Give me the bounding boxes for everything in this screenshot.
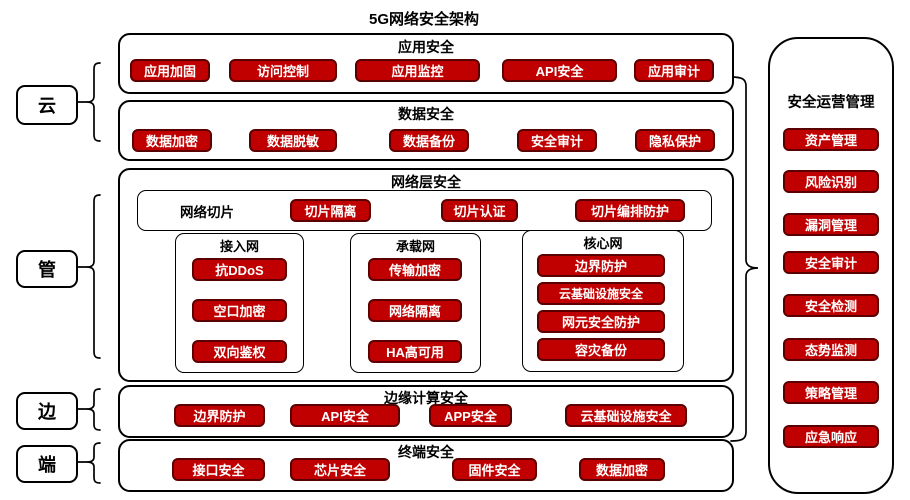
chip: 空口加密: [192, 299, 287, 322]
brace-cloud: [86, 62, 101, 142]
chip: 应用加固: [130, 59, 210, 82]
chip: 云基础设施安全: [537, 282, 665, 305]
chip: 网元安全防护: [537, 310, 665, 333]
chip: 切片隔离: [290, 199, 371, 222]
brace-pipe: [86, 194, 101, 359]
chip: 数据加密: [132, 129, 212, 152]
layer-label-pipe: 管: [16, 250, 78, 288]
section-data-security: 数据安全 数据加密 数据脱敏 数据备份 安全审计 隐私保护: [118, 100, 734, 161]
chip: 边界防护: [174, 404, 265, 427]
layer-label-cloud: 云: [16, 85, 78, 125]
layer-label-text: 管: [38, 260, 56, 280]
chip: 数据加密: [579, 458, 665, 481]
brace-terminal: [86, 442, 101, 484]
chip: 应急响应: [783, 425, 879, 448]
section-edge-security: 边缘计算安全 边界防护 API安全 APP安全 云基础设施安全: [118, 385, 734, 438]
chip: 漏洞管理: [783, 213, 879, 236]
chip: 抗DDoS: [192, 258, 287, 281]
subnet-access: 接入网 抗DDoS 空口加密 双向鉴权: [175, 233, 304, 373]
chip: 传输加密: [368, 258, 462, 281]
section-title: 网络层安全: [391, 174, 461, 190]
chip: 安全审计: [783, 251, 879, 274]
layer-label-text: 云: [38, 96, 56, 116]
chip: 数据备份: [389, 129, 469, 152]
subnet-core: 核心网 边界防护 云基础设施安全 网元安全防护 容灾备份: [522, 230, 684, 372]
chip: 双向鉴权: [192, 340, 287, 363]
chip: 资产管理: [783, 128, 879, 151]
chip: 接口安全: [172, 458, 265, 481]
chip: 策略管理: [783, 381, 879, 404]
chip: 切片认证: [441, 199, 518, 222]
chip: 切片编排防护: [575, 199, 685, 222]
chip: 访问控制: [229, 59, 337, 82]
subnet-title: 承载网: [395, 239, 435, 254]
chip: 安全审计: [517, 129, 597, 152]
chip: API安全: [290, 404, 400, 427]
chip: API安全: [502, 59, 617, 82]
chip: HA高可用: [368, 340, 462, 363]
section-title: 数据安全: [398, 106, 454, 122]
chip: 应用审计: [634, 59, 714, 82]
subnet-bearer: 承载网 传输加密 网络隔离 HA高可用: [350, 233, 481, 373]
ops-panel-title: 安全运营管理: [787, 95, 875, 111]
chip: 应用监控: [355, 59, 480, 82]
chip: 网络隔离: [368, 299, 462, 322]
subnet-title: 接入网: [219, 239, 259, 254]
section-title: 边缘计算安全: [384, 390, 468, 406]
chip: 安全检测: [783, 294, 879, 317]
ops-panel: 安全运营管理 资产管理 风险识别 漏洞管理 安全审计 安全检测 态势监测 策略管…: [768, 37, 894, 494]
layer-label-text: 端: [38, 455, 56, 475]
chip: 风险识别: [783, 170, 879, 193]
network-slice-row: 网络切片 切片隔离 切片认证 切片编排防护: [137, 190, 712, 231]
chip: 云基础设施安全: [565, 404, 687, 427]
section-title: 应用安全: [398, 39, 454, 55]
chip: APP安全: [429, 404, 512, 427]
page-title: 5G网络安全架构: [368, 11, 479, 28]
chip: 容灾备份: [537, 338, 665, 361]
chip: 固件安全: [452, 458, 537, 481]
bracket-right: [730, 76, 759, 442]
brace-edge: [86, 388, 101, 431]
layer-label-terminal: 端: [16, 445, 78, 483]
layer-label-text: 边: [38, 402, 56, 422]
section-title: 终端安全: [398, 444, 454, 460]
layer-label-edge: 边: [16, 392, 78, 430]
subnet-title: 核心网: [583, 236, 623, 251]
network-slice-label: 网络切片: [180, 204, 234, 220]
chip: 隐私保护: [635, 129, 715, 152]
chip: 态势监测: [783, 338, 879, 361]
section-app-security: 应用安全 应用加固 访问控制 应用监控 API安全 应用审计: [118, 33, 734, 94]
chip: 数据脱敏: [249, 129, 337, 152]
section-terminal-security: 终端安全 接口安全 芯片安全 固件安全 数据加密: [118, 439, 734, 492]
section-network-security: 网络层安全 网络切片 切片隔离 切片认证 切片编排防护 接入网 抗DDoS 空口…: [118, 168, 734, 382]
chip: 边界防护: [537, 254, 665, 277]
chip: 芯片安全: [290, 458, 390, 481]
